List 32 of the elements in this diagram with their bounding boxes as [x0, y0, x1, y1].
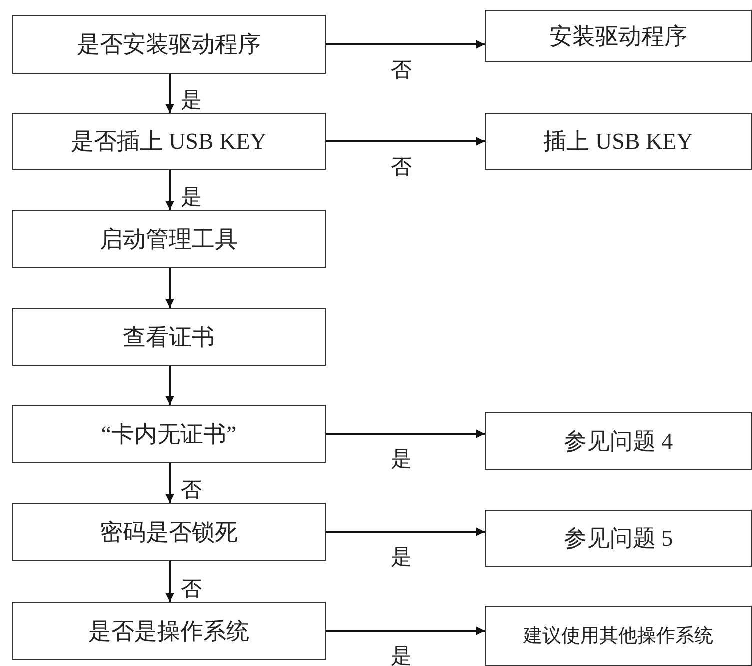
process-box: 查看证书 [12, 308, 326, 366]
arrow [326, 40, 485, 49]
process-box: 是否是操作系统 [12, 602, 326, 660]
edge-label: 是 [390, 645, 413, 666]
edge-label: 是 [390, 448, 413, 470]
process-box: 建议使用其他操作系统 [485, 606, 752, 666]
process-box: “卡内无证书” [12, 405, 326, 463]
edge-label: 否 [390, 58, 413, 80]
arrow [326, 528, 485, 536]
arrow [166, 170, 174, 210]
edge-label: 是 [390, 546, 413, 568]
edge-label: 否 [180, 479, 203, 501]
edge-label: 是 [180, 186, 203, 208]
process-box: 启动管理工具 [12, 210, 326, 268]
arrow [166, 366, 174, 405]
edge-label: 是 [180, 89, 203, 111]
edge-label: 否 [180, 578, 203, 600]
arrow [326, 430, 485, 438]
arrow [326, 137, 485, 146]
arrow [166, 74, 174, 113]
arrow [326, 626, 485, 636]
process-box: 参见问题 4 [485, 412, 752, 470]
process-box: 参见问题 5 [485, 510, 752, 567]
process-box: 是否安装驱动程序 [12, 15, 326, 74]
process-box: 密码是否锁死 [12, 503, 326, 561]
arrow [166, 268, 174, 308]
process-box: 安装驱动程序 [485, 10, 752, 62]
process-box: 是否插上 USB KEY [12, 113, 326, 170]
process-box: 插上 USB KEY [485, 113, 752, 170]
edge-label: 否 [390, 156, 413, 178]
arrow [166, 561, 174, 602]
arrow [166, 463, 174, 503]
